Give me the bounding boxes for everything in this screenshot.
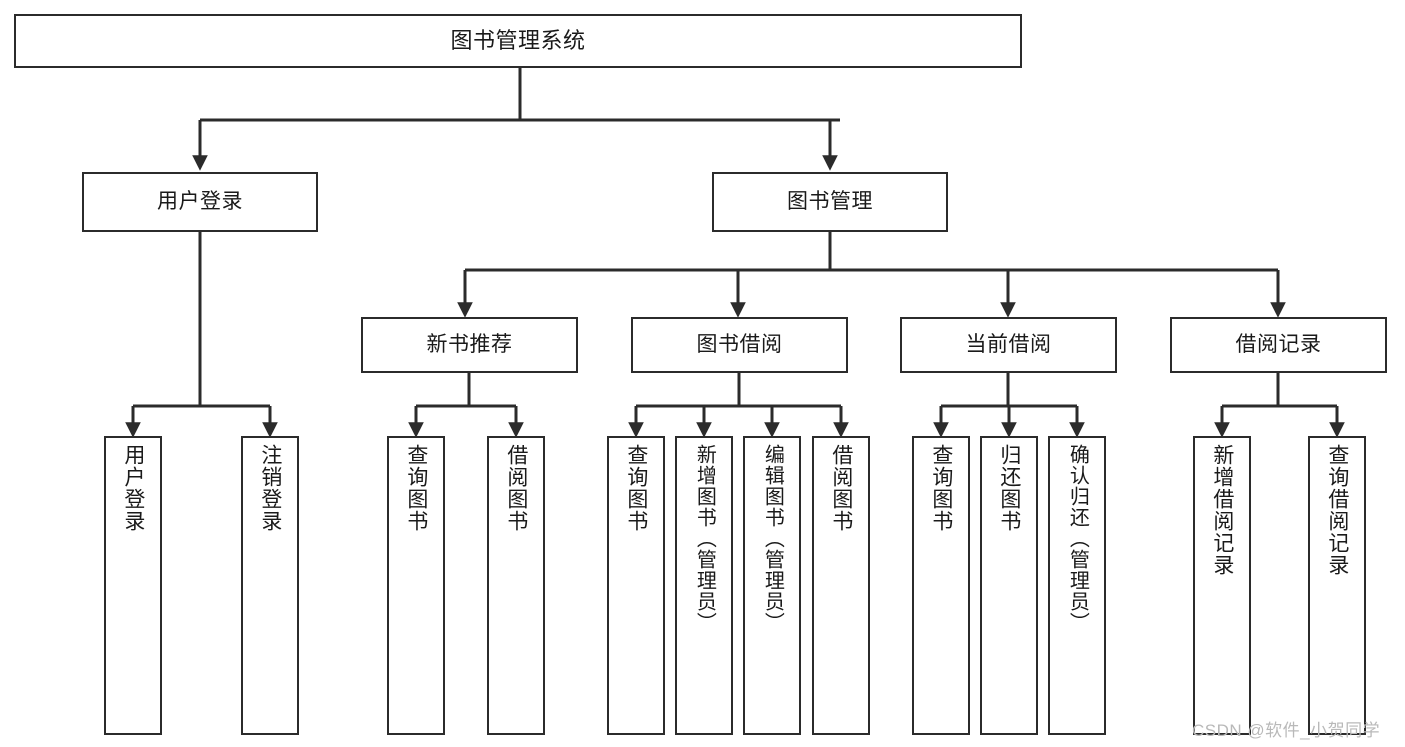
node-leaf-query-book-current[interactable]: 查询图书	[912, 436, 970, 735]
node-borrow-record[interactable]: 借阅记录	[1170, 317, 1387, 373]
node-label: 新书推荐	[426, 332, 513, 356]
node-label: 图书借阅	[696, 332, 783, 356]
node-leaf-logout-login[interactable]: 注销登录	[241, 436, 299, 735]
node-label: 新增借阅记录	[1210, 444, 1234, 576]
node-label: 借阅记录	[1235, 332, 1322, 356]
node-label: 查询图书	[929, 444, 953, 532]
node-label: 新增图书（管理员）	[693, 444, 716, 633]
node-leaf-query-book-borrow[interactable]: 查询图书	[607, 436, 665, 735]
node-current-borrow[interactable]: 当前借阅	[900, 317, 1117, 373]
node-leaf-return-book[interactable]: 归还图书	[980, 436, 1038, 735]
node-new-book-recommend[interactable]: 新书推荐	[361, 317, 578, 373]
node-label: 图书管理	[787, 189, 873, 213]
node-label: 用户登录	[157, 189, 243, 213]
node-leaf-confirm-return-admin[interactable]: 确认归还（管理员）	[1048, 436, 1106, 735]
node-book-management[interactable]: 图书管理	[712, 172, 948, 232]
node-label: 查询借阅记录	[1325, 444, 1349, 576]
node-leaf-add-borrow-record[interactable]: 新增借阅记录	[1193, 436, 1251, 735]
node-label: 归还图书	[997, 444, 1021, 532]
node-label: 当前借阅	[965, 332, 1052, 356]
node-leaf-query-book-recommend[interactable]: 查询图书	[387, 436, 445, 735]
node-leaf-edit-book-admin[interactable]: 编辑图书（管理员）	[743, 436, 801, 735]
node-label: 用户登录	[121, 444, 145, 532]
node-label: 确认归还（管理员）	[1066, 444, 1089, 633]
node-leaf-user-login[interactable]: 用户登录	[104, 436, 162, 735]
node-root-book-management-system[interactable]: 图书管理系统	[14, 14, 1022, 68]
node-label: 注销登录	[258, 444, 282, 532]
node-label: 图书管理系统	[450, 28, 586, 54]
node-label: 借阅图书	[829, 444, 853, 532]
node-label: 编辑图书（管理员）	[761, 444, 784, 633]
node-label: 查询图书	[624, 444, 648, 532]
node-leaf-borrow-book-recommend[interactable]: 借阅图书	[487, 436, 545, 735]
node-user-login[interactable]: 用户登录	[82, 172, 318, 232]
node-leaf-add-book-admin[interactable]: 新增图书（管理员）	[675, 436, 733, 735]
node-leaf-query-borrow-record[interactable]: 查询借阅记录	[1308, 436, 1366, 735]
node-leaf-borrow-book[interactable]: 借阅图书	[812, 436, 870, 735]
watermark-csdn: CSDN @软件_小贺同学	[1192, 721, 1381, 740]
node-label: 查询图书	[404, 444, 428, 532]
node-book-borrow[interactable]: 图书借阅	[631, 317, 848, 373]
node-label: 借阅图书	[504, 444, 528, 532]
